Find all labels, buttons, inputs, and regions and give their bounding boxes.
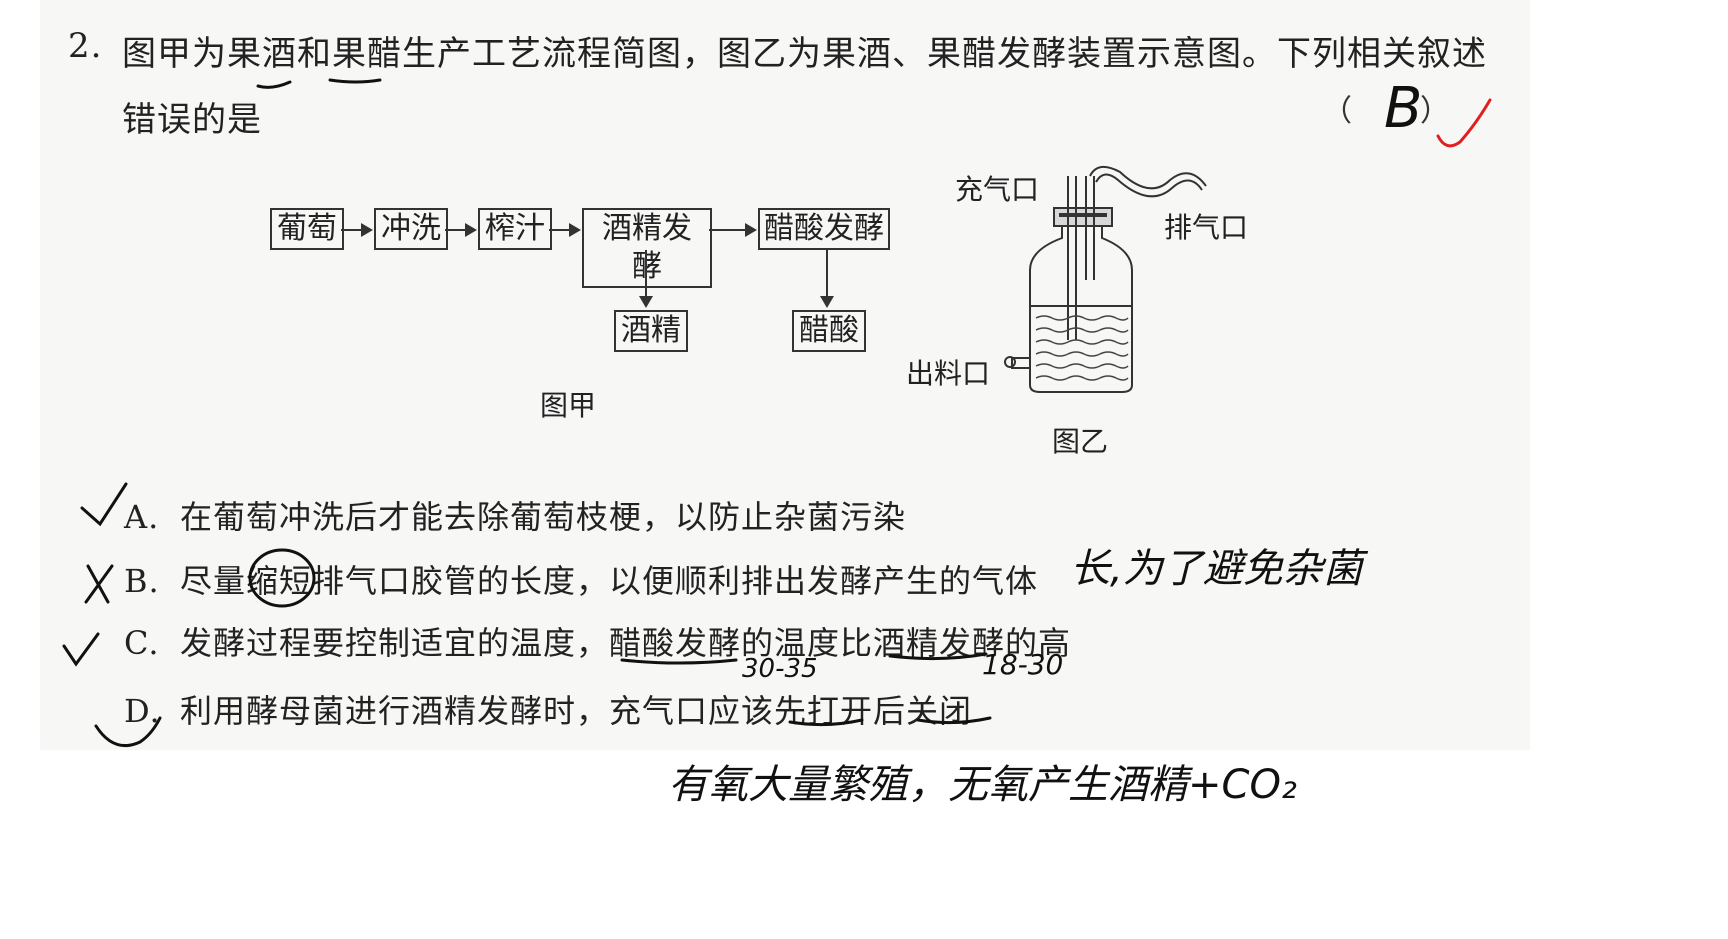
flow-arrow xyxy=(709,223,757,237)
handwritten-temp-acetic: 30-35 xyxy=(742,654,818,684)
option-text: 在葡萄冲洗后才能去除葡萄枝梗，以防止杂菌污染 xyxy=(180,498,907,536)
flow-step-acetic-fermentation: 醋酸发酵 xyxy=(758,208,890,250)
question-stem-line1: 图甲为果酒和果醋生产工艺流程简图，图乙为果酒、果醋发酵装置示意图。下列相关叙述 xyxy=(122,34,1487,74)
option-letter: C. xyxy=(124,624,160,662)
option-d: D. 利用酵母菌进行酒精发酵时，充气口应该先打开后关闭 xyxy=(124,686,972,732)
flow-arrow xyxy=(549,223,581,237)
flow-arrow xyxy=(341,223,373,237)
handwritten-note-b: 长,为了避免杂菌 xyxy=(1070,546,1363,592)
flow-step-wash: 冲洗 xyxy=(374,208,448,250)
product-acetic-acid: 醋酸 xyxy=(792,310,866,352)
flow-step-alcohol-fermentation: 酒精发酵 xyxy=(582,208,712,288)
handwritten-temp-alcohol: 18-30 xyxy=(982,648,1064,681)
label-air-inlet: 充气口 xyxy=(955,173,1040,206)
handwritten-note-d: 有氧大量繁殖，无氧产生酒精+CO₂ xyxy=(668,762,1297,808)
answer-paren-close: ） xyxy=(1420,94,1450,129)
flow-arrow-down xyxy=(639,250,653,308)
product-alcohol: 酒精 xyxy=(614,310,688,352)
label-material-outlet: 出料口 xyxy=(906,357,991,390)
option-a: A. 在葡萄冲洗后才能去除葡萄枝梗，以防止杂菌污染 xyxy=(124,492,906,538)
option-text: 尽量缩短排气口胶管的长度，以便顺利排出发酵产生的气体 xyxy=(180,562,1039,600)
figure-a-caption: 图甲 xyxy=(540,389,597,422)
option-letter: D. xyxy=(124,692,161,730)
flow-arrow xyxy=(445,223,477,237)
option-text: 发酵过程要控制适宜的温度，醋酸发酵的温度比酒精发酵的高 xyxy=(180,624,1072,662)
figure-b-caption: 图乙 xyxy=(1052,425,1109,458)
flow-step-juice: 榨汁 xyxy=(478,208,552,250)
question-number: 2. xyxy=(68,26,103,66)
question-stem-line2: 错误的是 xyxy=(122,100,262,140)
option-c: C. 发酵过程要控制适宜的温度，醋酸发酵的温度比酒精发酵的高 xyxy=(124,618,1071,664)
handwritten-answer: B xyxy=(1384,76,1423,141)
flow-step-grape: 葡萄 xyxy=(270,208,344,250)
option-letter: A. xyxy=(124,498,160,536)
option-text: 利用酵母菌进行酒精发酵时，充气口应该先打开后关闭 xyxy=(180,692,973,730)
label-gas-outlet: 排气口 xyxy=(1164,211,1249,244)
answer-paren-open: （ xyxy=(1322,94,1352,129)
option-b: B. 尽量缩短排气口胶管的长度，以便顺利排出发酵产生的气体 xyxy=(124,556,1038,602)
option-letter: B. xyxy=(124,562,160,600)
exam-paper xyxy=(40,0,1530,750)
flow-arrow-down xyxy=(820,250,834,308)
